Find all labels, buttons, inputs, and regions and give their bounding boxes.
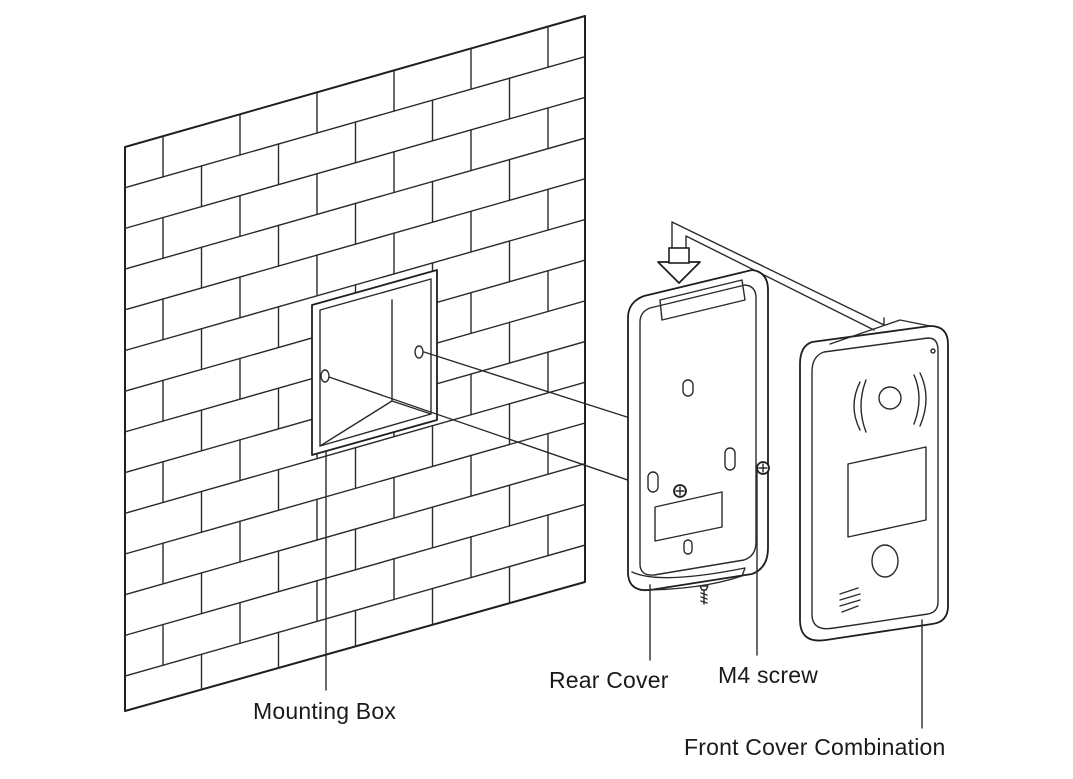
rear-cover-slot-top [682, 379, 694, 397]
label-mounting-box: Mounting Box [253, 698, 397, 724]
front-cover-screen [847, 446, 927, 538]
camera-lens [878, 386, 902, 410]
rear-cover-slot-left [647, 471, 659, 493]
screw-icon [756, 461, 770, 475]
call-button [871, 544, 899, 578]
alignment-line-left [328, 376, 649, 488]
brick-wall [124, 15, 586, 712]
slide-guide [657, 221, 885, 331]
mounting-box [311, 269, 438, 456]
rear-cover-slot-right [724, 447, 736, 471]
down-arrow-icon [657, 261, 701, 284]
box-screw-hole-left [320, 369, 330, 383]
front-cover-indicator [930, 348, 936, 354]
speaker-grille [839, 587, 861, 613]
rear-cover [627, 269, 769, 592]
screw-icon [673, 484, 687, 498]
screw-icon [699, 585, 709, 605]
label-m4-screw: M4 screw [718, 662, 819, 688]
wall-outline [124, 15, 586, 712]
mounting-box-frame [311, 269, 438, 456]
label-front-cover-combination: Front Cover Combination [684, 734, 946, 760]
front-cover [799, 319, 949, 642]
alignment-line-right [423, 351, 631, 419]
rear-cover-cutout [654, 491, 723, 542]
label-rear-cover: Rear Cover [549, 667, 669, 693]
brick-courses [125, 25, 585, 696]
rear-cover-slot-bottom [683, 539, 693, 555]
box-screw-hole-right [414, 345, 424, 359]
